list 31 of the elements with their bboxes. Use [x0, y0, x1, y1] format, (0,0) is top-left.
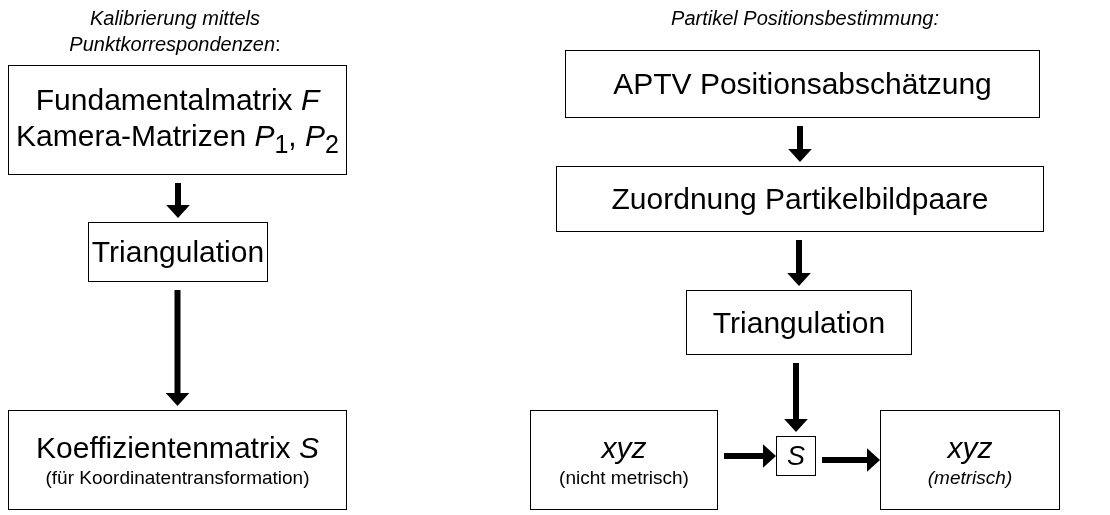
section-heading: Partikel Positionsbestimmung:: [670, 6, 940, 31]
box-text: xyz: [601, 429, 647, 466]
box-subtext: (für Koordinatentransformation): [45, 465, 310, 490]
box-text: Zuordnung Partikelbildpaare: [611, 181, 989, 217]
box-text: Fundamentalmatrix F: [35, 81, 320, 118]
box-text: Triangulation: [91, 234, 265, 270]
process-box: [530, 410, 718, 510]
section-heading: Kalibrierung mittels Punktkorrespondenzen:: [68, 6, 282, 57]
arrow: [784, 363, 808, 432]
arrow: [166, 183, 190, 218]
box-subtext: (nicht metrisch): [559, 465, 689, 490]
arrow: [788, 126, 812, 162]
process-box: [556, 166, 1044, 232]
arrow: [787, 240, 811, 286]
process-box: [565, 50, 1040, 118]
box-text: Koeffizientenmatrix S: [36, 429, 319, 466]
process-box: [8, 65, 347, 175]
arrow: [724, 444, 776, 468]
arrow: [822, 448, 880, 472]
process-box: [880, 410, 1060, 510]
process-box: [8, 410, 347, 510]
process-box: [776, 436, 816, 476]
box-subtext: (metrisch): [927, 465, 1013, 490]
box-text: Triangulation: [712, 304, 886, 341]
process-box: [686, 290, 912, 355]
box-text: S: [787, 439, 805, 473]
box-text: Kamera-Matrizen P$_{1}$, P$_{2}$: [16, 117, 339, 159]
arrow: [165, 290, 190, 406]
process-box: [88, 222, 268, 282]
box-text: xyz: [947, 429, 993, 466]
box-text: APTV Positionsabschätzung: [613, 66, 992, 102]
